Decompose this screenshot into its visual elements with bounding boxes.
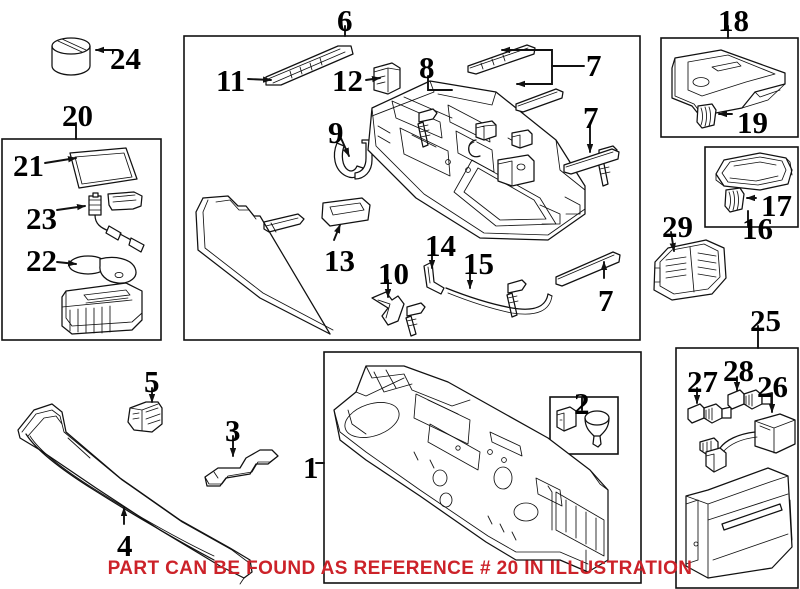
part-16-cluster-bezel bbox=[715, 152, 793, 191]
callout-1: 1 bbox=[303, 450, 319, 485]
part-2-fastener-pin bbox=[584, 410, 610, 448]
callout-3: 3 bbox=[225, 413, 241, 448]
callout-6: 6 bbox=[337, 3, 353, 38]
fastener-clip-b bbox=[511, 129, 533, 149]
screw-c bbox=[405, 302, 426, 337]
part-18-upper-trim-panel bbox=[671, 49, 786, 117]
callout-2: 2 bbox=[574, 386, 590, 421]
callout-7-b: 7 bbox=[583, 100, 599, 135]
callout-25: 25 bbox=[750, 303, 781, 338]
callout-17: 17 bbox=[761, 188, 792, 223]
part-24-cup-holder-insert bbox=[51, 37, 91, 76]
callout-26: 26 bbox=[757, 369, 788, 404]
part-13-switch-cover bbox=[321, 197, 371, 227]
part-21-tray-mat bbox=[69, 147, 138, 189]
part-2-fastener-clip bbox=[556, 406, 577, 432]
part-20-tray-assembly bbox=[61, 282, 143, 335]
callout-10: 10 bbox=[378, 256, 409, 291]
fastener-clip-a bbox=[475, 120, 497, 141]
leader-lines bbox=[44, 25, 776, 525]
trim-molding-b bbox=[515, 88, 564, 113]
callout-19: 19 bbox=[737, 105, 768, 140]
part-12-retainer-clip bbox=[373, 62, 401, 95]
part-17-panel-clip bbox=[724, 187, 745, 213]
callout-7-c: 7 bbox=[598, 283, 614, 318]
callout-21: 21 bbox=[13, 148, 44, 183]
part-1-console-frame bbox=[333, 365, 609, 573]
trim-molding-c bbox=[563, 148, 620, 175]
callout-13: 13 bbox=[324, 243, 355, 278]
part-8-console-body bbox=[367, 80, 586, 241]
callout-27: 27 bbox=[687, 364, 718, 399]
part-27-bulb-socket bbox=[687, 403, 732, 424]
callout-8: 8 bbox=[419, 50, 435, 85]
part-26-lamp-assembly bbox=[699, 413, 796, 473]
trim-molding-a bbox=[467, 44, 536, 75]
screw-a bbox=[417, 108, 438, 148]
callout-11: 11 bbox=[216, 63, 246, 98]
part-29-rear-air-vent bbox=[653, 239, 727, 301]
part-11-trim-strip bbox=[265, 45, 354, 86]
spring-clip-a bbox=[468, 139, 481, 158]
trim-molding-d bbox=[555, 251, 621, 287]
screw-d bbox=[506, 279, 527, 318]
part-4-shift-surround-trim bbox=[17, 403, 253, 585]
part-19-panel-clip bbox=[696, 103, 717, 129]
callout-4: 4 bbox=[117, 528, 133, 563]
callout-18: 18 bbox=[718, 3, 749, 38]
reference-notice: PART CAN BE FOUND AS REFERENCE # 20 IN I… bbox=[107, 558, 693, 579]
callout-28: 28 bbox=[723, 353, 754, 388]
callout-23: 23 bbox=[26, 201, 57, 236]
bracket-small-13b bbox=[263, 213, 305, 233]
callout-29: 29 bbox=[662, 209, 693, 244]
part-5-clip-bracket bbox=[127, 401, 163, 433]
callout-7-a: 7 bbox=[586, 48, 602, 83]
part-14-clip bbox=[423, 261, 445, 295]
callout-20: 20 bbox=[62, 98, 93, 133]
part-22-coin-holder bbox=[68, 255, 137, 284]
part-3-bracket bbox=[204, 449, 279, 487]
group-boxes bbox=[1, 35, 799, 589]
callout-22: 22 bbox=[26, 243, 57, 278]
callout-14: 14 bbox=[425, 228, 456, 263]
callout-16: 16 bbox=[742, 211, 773, 246]
callout-12: 12 bbox=[332, 63, 363, 98]
retainer-bracket-b bbox=[497, 154, 535, 187]
part-25-rear-console-trim bbox=[685, 467, 793, 579]
part-15-wire-guide bbox=[445, 287, 553, 315]
callout-15: 15 bbox=[463, 246, 494, 281]
callout-24: 24 bbox=[110, 41, 141, 76]
callout-5: 5 bbox=[144, 364, 160, 399]
part-4b-lower-trim-strip bbox=[195, 195, 334, 335]
callout-9: 9 bbox=[328, 115, 344, 150]
part-23-harness-connector bbox=[88, 191, 145, 253]
